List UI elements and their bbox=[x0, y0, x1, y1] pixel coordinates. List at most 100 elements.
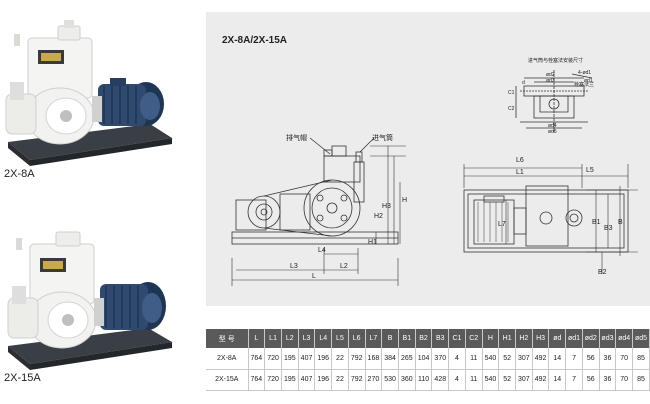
table-header-cell: C2 bbox=[465, 329, 483, 348]
table-header-cell: B3 bbox=[431, 329, 450, 348]
table-cell: 492 bbox=[532, 348, 550, 370]
table-header-cell: ød4 bbox=[615, 329, 634, 348]
side-view bbox=[231, 137, 406, 286]
product-photo-2x-8a bbox=[0, 20, 190, 168]
table-header-cell: L bbox=[248, 329, 266, 348]
table-header-cell: L1 bbox=[264, 329, 282, 348]
table-cell: 14 bbox=[548, 348, 567, 370]
callout-flange-title: 进气筒与栓塞法安装尺寸 bbox=[528, 57, 583, 64]
table-cell: 720 bbox=[264, 348, 282, 370]
dim-d5: ød5 bbox=[548, 129, 557, 135]
table-cell: 4 bbox=[448, 348, 466, 370]
table-header-cell: ød2 bbox=[582, 329, 600, 348]
dim-top-b2: B2 bbox=[598, 269, 607, 276]
dim-top-b: B bbox=[618, 219, 623, 226]
table-cell: 7 bbox=[565, 348, 583, 370]
table-cell: 764 bbox=[248, 348, 266, 370]
top-view bbox=[463, 164, 638, 274]
table-cell: 764 bbox=[248, 369, 266, 391]
table-cell: 70 bbox=[615, 348, 634, 370]
table-cell: 384 bbox=[381, 348, 399, 370]
table-cell: 792 bbox=[348, 348, 366, 370]
table-cell: 56 bbox=[582, 369, 600, 391]
technical-drawing: 排气帽 进气筒 进气筒与栓塞法安装尺寸 栓塞法兰 ød2 ød3 4-ød1 ø… bbox=[231, 57, 638, 286]
table-cell: 104 bbox=[415, 348, 433, 370]
dim-side-h3: H3 bbox=[382, 203, 391, 210]
table-cell: 36 bbox=[599, 369, 617, 391]
table-cell: 360 bbox=[398, 369, 416, 391]
table-cell: 11 bbox=[465, 369, 483, 391]
table-cell: 530 bbox=[381, 369, 399, 391]
table-cell: 7 bbox=[565, 369, 583, 391]
table-cell: 36 bbox=[599, 348, 617, 370]
table-header-cell: 型 号 bbox=[206, 329, 249, 348]
table-cell: 195 bbox=[281, 348, 299, 370]
table-cell: 370 bbox=[431, 348, 450, 370]
table-cell: 70 bbox=[615, 369, 634, 391]
table-cell: 14 bbox=[548, 369, 567, 391]
table-cell: 307 bbox=[515, 369, 533, 391]
table-cell: 11 bbox=[465, 348, 483, 370]
table-cell: 85 bbox=[632, 369, 650, 391]
table-header-cell: H2 bbox=[515, 329, 533, 348]
callout-exhaust: 排气帽 bbox=[286, 133, 307, 142]
table-cell: 792 bbox=[348, 369, 366, 391]
dim-side-l3: L3 bbox=[290, 263, 298, 270]
dim-d3: ød3 bbox=[546, 78, 555, 84]
dim-d2: ød2 bbox=[546, 72, 555, 78]
table-header-cell: ød bbox=[548, 329, 567, 348]
dim-d1: ød1 bbox=[584, 78, 593, 84]
dim-top-l1: L1 bbox=[516, 169, 524, 176]
table-cell: 195 bbox=[281, 369, 299, 391]
table-header-cell: H3 bbox=[532, 329, 550, 348]
model-label-2x-15a: 2X-15A bbox=[4, 372, 41, 384]
table-cell: 22 bbox=[331, 369, 349, 391]
dim-d4: ød4 bbox=[548, 123, 557, 129]
table-header-cell: H bbox=[482, 329, 500, 348]
drawing-title: 2X-8A/2X-15A bbox=[222, 35, 288, 46]
table-cell: 270 bbox=[365, 369, 383, 391]
dim-n-holes: 4-ød1 bbox=[578, 70, 591, 76]
table-header-cell: H1 bbox=[498, 329, 516, 348]
table-header-cell: B1 bbox=[398, 329, 416, 348]
table-cell: 56 bbox=[582, 348, 600, 370]
table-header-cell: C1 bbox=[448, 329, 466, 348]
table-cell: 265 bbox=[398, 348, 416, 370]
table-cell: 540 bbox=[482, 369, 500, 391]
table-header-cell: B bbox=[381, 329, 399, 348]
table-cell: 2X-8A bbox=[206, 348, 249, 370]
callout-intake: 进气筒 bbox=[372, 133, 393, 142]
dim-top-b1: B1 bbox=[592, 219, 601, 226]
table-cell: 52 bbox=[498, 348, 516, 370]
table-header-cell: L7 bbox=[365, 329, 383, 348]
table-cell: 492 bbox=[532, 369, 550, 391]
dim-side-h1: H1 bbox=[368, 239, 377, 246]
table-header-cell: L3 bbox=[298, 329, 316, 348]
table-cell: 52 bbox=[498, 369, 516, 391]
dim-c1: C1 bbox=[508, 90, 515, 96]
dim-side-l: L bbox=[312, 273, 316, 280]
table-cell: 407 bbox=[298, 369, 316, 391]
dim-top-l6: L6 bbox=[516, 157, 524, 164]
table-cell: 428 bbox=[431, 369, 450, 391]
dim-side-h: H bbox=[402, 197, 407, 204]
table-cell: 4 bbox=[448, 369, 466, 391]
table-header-cell: ød5 bbox=[632, 329, 650, 348]
table-cell: 407 bbox=[298, 348, 316, 370]
table-cell: 2X-15A bbox=[206, 369, 249, 391]
dim-side-l4: L4 bbox=[318, 247, 326, 254]
table-header-cell: L6 bbox=[348, 329, 366, 348]
table-cell: 196 bbox=[314, 348, 333, 370]
table-header-cell: L4 bbox=[314, 329, 333, 348]
dim-c2: C2 bbox=[508, 106, 515, 112]
table-cell: 110 bbox=[415, 369, 433, 391]
table-cell: 85 bbox=[632, 348, 650, 370]
model-label-2x-8a: 2X-8A bbox=[4, 168, 35, 180]
table-cell: 196 bbox=[314, 369, 333, 391]
dim-top-l7: L7 bbox=[498, 221, 506, 228]
dim-d: d bbox=[522, 80, 525, 86]
